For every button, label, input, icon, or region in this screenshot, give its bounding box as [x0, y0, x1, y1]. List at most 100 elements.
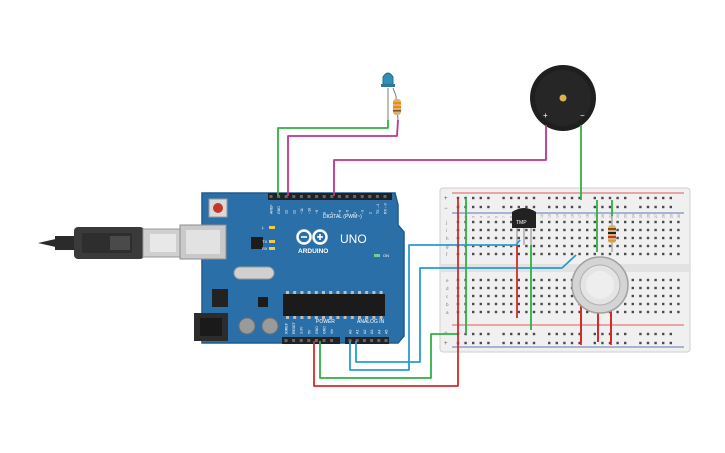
breadboard-hole: [578, 205, 581, 209]
breadboard-hole: [586, 228, 589, 232]
breadboard-column-label: 7: [502, 216, 506, 218]
breadboard-hole: [525, 252, 528, 256]
breadboard-column-label: 30: [677, 214, 681, 218]
breadboard-column-label: 4: [479, 216, 483, 218]
breadboard-hole: [494, 244, 498, 248]
breadboard-hole: [555, 286, 558, 290]
reset-button[interactable]: [213, 203, 223, 213]
breadboard-hole: [555, 220, 558, 224]
led: [381, 72, 397, 120]
breadboard-hole: [532, 196, 536, 200]
arduino-logo-icon: [296, 229, 328, 245]
breadboard-hole: [593, 196, 596, 200]
digital-pin-hole: [383, 195, 387, 198]
breadboard-hole: [631, 244, 634, 248]
breadboard-hole: [639, 236, 642, 240]
breadboard-hole: [608, 244, 612, 248]
digital-pin-hole: [292, 195, 296, 198]
breadboard-hole: [646, 310, 650, 314]
breadboard-hole: [654, 220, 657, 224]
breadboard-hole: [631, 294, 634, 298]
breadboard-hole: [487, 244, 490, 248]
breadboard-hole: [487, 205, 490, 209]
power-pin-label: RESET: [292, 321, 296, 334]
breadboard-column-label: 15: [563, 214, 567, 218]
breadboard-hole: [662, 228, 665, 232]
breadboard-hole: [532, 228, 536, 232]
breadboard-hole: [502, 310, 505, 314]
breadboard-hole: [502, 286, 505, 290]
breadboard-hole: [677, 228, 680, 232]
analog-pin-hole: [348, 339, 352, 342]
breadboard-hole: [548, 310, 551, 314]
breadboard-hole: [616, 196, 619, 200]
breadboard-hole: [494, 236, 498, 240]
wire-red-5v: [313, 341, 459, 387]
breadboard-hole: [578, 236, 581, 240]
breadboard-hole: [532, 252, 536, 256]
digital-pin-hole: [330, 195, 334, 198]
breadboard-hole: [555, 252, 558, 256]
digital-pin-label: GND: [277, 206, 281, 214]
breadboard-hole: [502, 236, 505, 240]
breadboard-hole: [510, 244, 513, 248]
breadboard-column-label: 18: [586, 214, 590, 218]
breadboard-hole: [479, 332, 482, 336]
breadboard-column-label: 28: [662, 214, 666, 218]
digital-pin-label: AREF: [270, 204, 274, 214]
breadboard-hole: [646, 236, 650, 240]
led-label-l: L: [262, 225, 265, 230]
breadboard-row-label: a: [446, 310, 449, 315]
breadboard-hole: [510, 228, 513, 232]
breadboard-hole: [548, 205, 551, 209]
breadboard-hole: [510, 302, 513, 306]
breadboard-hole: [502, 278, 505, 282]
breadboard-hole: [624, 220, 627, 224]
breadboard-hole: [646, 332, 650, 336]
breadboard-hole: [616, 332, 619, 336]
digital-header-label: DIGITAL (PWM~): [323, 214, 362, 220]
breadboard-hole: [510, 278, 513, 282]
analog-pin-hole: [355, 339, 359, 342]
breadboard-hole: [540, 302, 543, 306]
breadboard-row-label: f: [446, 252, 448, 257]
breadboard-hole: [654, 236, 657, 240]
digital-pin-hole: [307, 195, 311, 198]
breadboard-hole: [570, 252, 574, 256]
digital-pin-label: ~9: [315, 210, 319, 214]
breadboard-hole: [624, 302, 627, 306]
breadboard-hole: [487, 310, 490, 314]
breadboard-hole: [662, 196, 665, 200]
buzzer-minus-label: −: [580, 111, 585, 120]
power-pin-hole: [299, 339, 303, 342]
digital-pin-hole: [353, 195, 357, 198]
breadboard-hole: [517, 294, 520, 298]
wire-blue-a0: [349, 239, 521, 371]
digital-pin-label: 13: [285, 210, 289, 214]
analog-pin-label: A4: [377, 330, 381, 334]
breadboard-hole: [525, 294, 528, 298]
breadboard-hole: [593, 332, 596, 336]
power-pin-label: IOREF: [285, 322, 289, 334]
breadboard-hole: [601, 196, 604, 200]
breadboard-hole: [517, 228, 520, 232]
breadboard-hole: [502, 244, 505, 248]
breadboard-hole: [502, 220, 505, 224]
breadboard-hole: [487, 220, 490, 224]
breadboard-hole: [608, 220, 612, 224]
breadboard-hole: [472, 332, 475, 336]
breadboard-hole: [570, 228, 574, 232]
breadboard-hole: [548, 196, 551, 200]
breadboard-hole: [555, 294, 558, 298]
breadboard-hole: [669, 236, 672, 240]
breadboard-hole: [662, 341, 665, 345]
breadboard-hole: [677, 244, 680, 248]
digital-pin-hole: [368, 195, 372, 198]
digital-pin-hole: [315, 195, 319, 198]
breadboard-hole: [502, 252, 505, 256]
digital-pin-label: 4: [353, 212, 357, 214]
digital-pin-label: 7: [330, 212, 334, 214]
breadboard-hole: [563, 220, 566, 224]
breadboard-hole: [563, 196, 566, 200]
breadboard-hole: [570, 196, 574, 200]
